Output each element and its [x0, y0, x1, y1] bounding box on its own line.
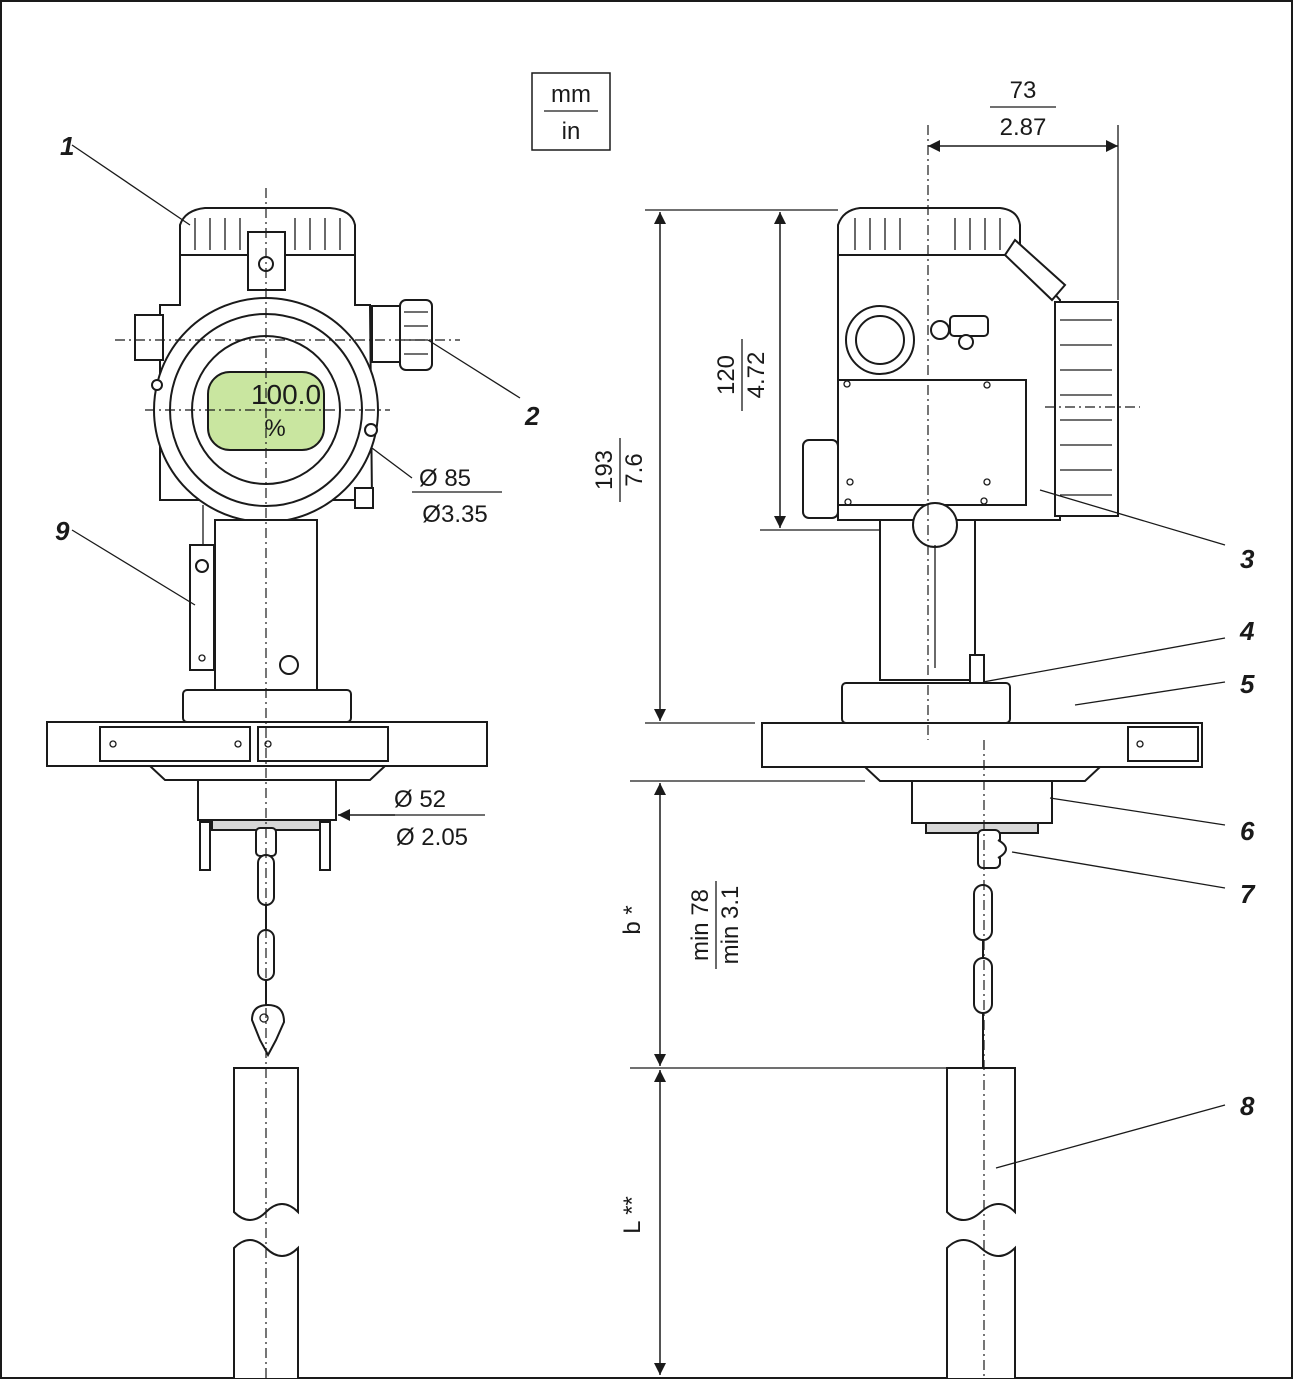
unit-mm: mm	[551, 81, 591, 108]
callout-2: 2	[524, 401, 540, 431]
callout-7: 7	[1240, 879, 1256, 909]
dimension-diameter-85: Ø 85 Ø3.35	[371, 447, 502, 528]
svg-text:Ø 52: Ø 52	[394, 786, 446, 813]
dimension-height-193: 193 7.6	[591, 209, 838, 724]
hook-icon	[250, 1003, 286, 1058]
svg-text:Ø 2.05: Ø 2.05	[396, 824, 468, 851]
front-view: 100.0 %	[46, 188, 488, 1378]
unit-legend: mm in	[531, 72, 611, 151]
callout-3: 3	[1240, 544, 1255, 574]
svg-text:min 3.1: min 3.1	[717, 886, 744, 965]
callout-1: 1	[60, 131, 74, 161]
svg-text:73: 73	[1010, 77, 1037, 104]
svg-text:2.87: 2.87	[1000, 114, 1047, 141]
svg-text:120: 120	[713, 355, 740, 395]
callout-4: 4	[1239, 616, 1255, 646]
side-view	[761, 125, 1203, 1378]
dimension-length: L **	[619, 1070, 666, 1375]
dimension-diameter-52: Ø 52 Ø 2.05	[338, 786, 485, 851]
dimension-width-73: 73 2.87	[928, 77, 1119, 300]
display-value: 100.0	[251, 379, 321, 410]
svg-text:7.6: 7.6	[621, 453, 648, 486]
svg-text:Ø3.35: Ø3.35	[422, 501, 487, 528]
cable-gland-icon	[371, 299, 433, 371]
display-unit: %	[264, 415, 285, 442]
svg-text:Ø 85: Ø 85	[419, 465, 471, 492]
svg-text:193: 193	[591, 450, 618, 490]
callout-6: 6	[1240, 816, 1255, 846]
tag-plate	[189, 505, 215, 671]
svg-text:4.72: 4.72	[743, 352, 770, 399]
callout-9: 9	[55, 516, 70, 546]
dimension-b-min: b * min 78 min 3.1	[619, 780, 947, 1069]
unit-in: in	[562, 118, 581, 145]
svg-text:min 78: min 78	[687, 889, 714, 961]
callouts: 1 2 3 4 5 6 7 8 9	[55, 131, 1256, 1169]
svg-text:L **: L **	[619, 1196, 646, 1234]
callout-5: 5	[1240, 669, 1255, 699]
dimension-height-120: 120 4.72	[713, 212, 880, 531]
svg-text:b *: b *	[619, 905, 646, 934]
callout-8: 8	[1240, 1091, 1255, 1121]
